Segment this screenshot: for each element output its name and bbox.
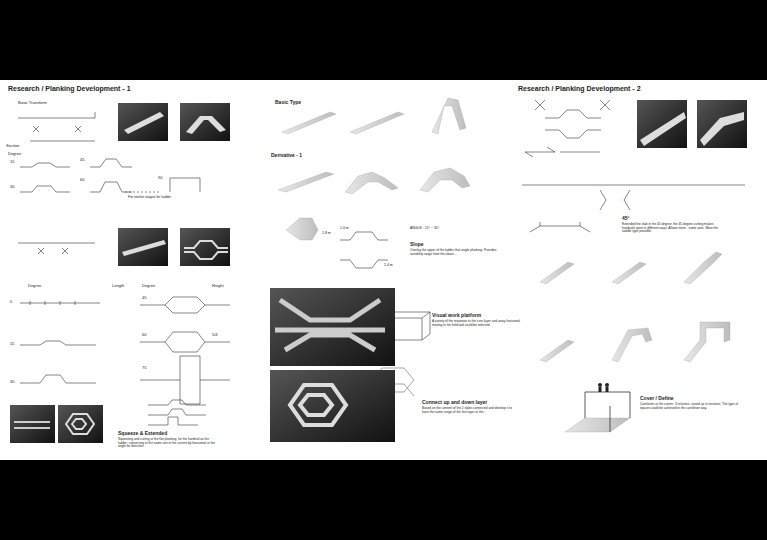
description: Based on the content of the 2 slabs conn… [422, 407, 512, 414]
dimension: 1.0 m [340, 226, 349, 230]
table-cell: 0 [10, 300, 12, 305]
panel-heading: Research / Planking Development - 1 [8, 85, 131, 93]
degree-value: 15 [10, 160, 14, 165]
section-heading: Squeeze & Extended [118, 431, 167, 437]
model-photo [10, 100, 747, 443]
description: Cantilever at the corner: 3 relatives, r… [640, 403, 740, 410]
dimension: 2.4 m [384, 263, 393, 267]
note: Degree [8, 152, 21, 157]
degree-value: 60 [80, 178, 84, 183]
panel-heading: Research / Planking Development - 2 [518, 85, 641, 93]
table-cell: 30 [10, 380, 14, 385]
table-header: Height [212, 284, 224, 289]
section-heading: Visual work platform [432, 313, 481, 319]
description: Squeezing and cutting at the flat planki… [118, 438, 218, 449]
description: Extended the slab in the 45 degree; the … [622, 223, 722, 234]
table-cell: 15 [10, 342, 14, 347]
degree-value: 90 [158, 176, 162, 181]
degree-value: 45 [80, 158, 84, 163]
table-cell: 75 [142, 366, 146, 371]
degree-value: 30 [10, 185, 14, 190]
section-heading: Cover / Define [640, 396, 674, 402]
note: ANGLE : 15° ~ 35° [410, 226, 439, 230]
description: Overlay the upper of the ladder that sin… [410, 249, 500, 256]
plank-render [278, 98, 730, 432]
note: Basic Transform [18, 101, 47, 106]
section-heading: Slope [410, 242, 424, 248]
table-cell: 5/4 [212, 333, 218, 338]
table-header: Degree [142, 284, 155, 289]
note: For twelve stages for ladder [128, 195, 171, 199]
description: A variety of the response to the core la… [432, 320, 522, 327]
note: Section [6, 144, 19, 149]
dimension: 1.8 m [322, 231, 331, 235]
section-heading: 45° [622, 216, 630, 222]
table-cell: 45 [142, 296, 146, 301]
table-header: Length [112, 284, 124, 289]
section-heading: Derivative - 1 [271, 153, 302, 159]
section-heading: Connect up and down layer [422, 400, 487, 406]
section-heading: Basic Type [275, 100, 301, 106]
table-header: Degree [28, 284, 41, 289]
table-cell: 60 [142, 333, 146, 338]
